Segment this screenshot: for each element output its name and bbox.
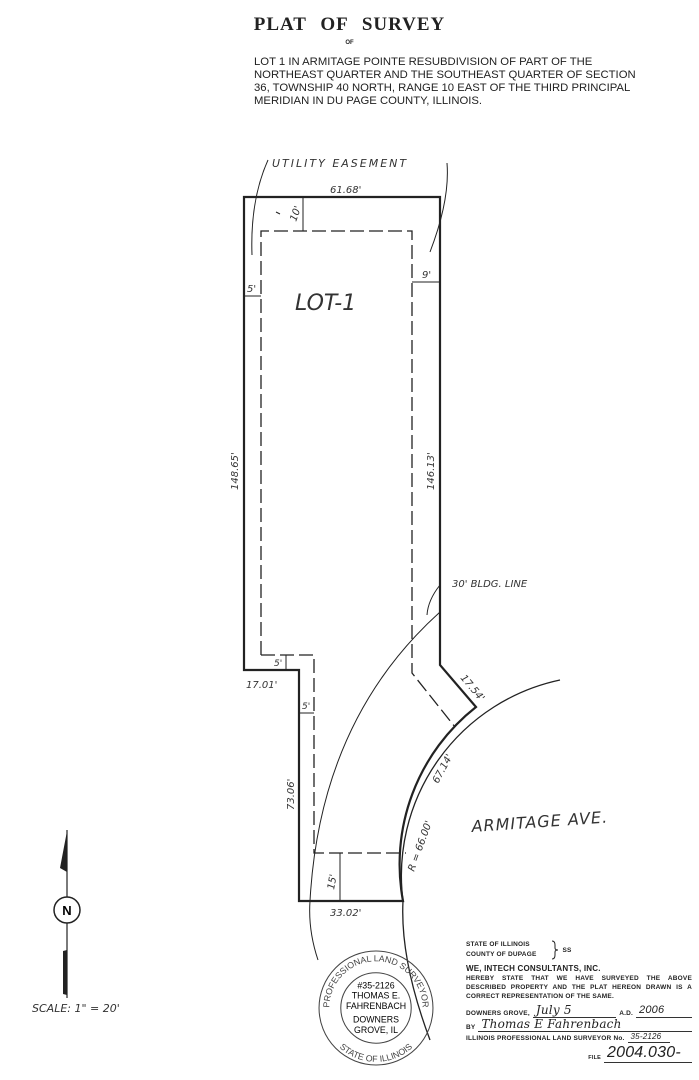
seal-number: #35-2126: [357, 980, 394, 990]
legal-description: LOT 1 IN ARMITAGE POINTE RESUBDIVISION O…: [254, 56, 636, 107]
easement-lower: 5': [302, 702, 310, 712]
cert-file-no: 2004.030-: [604, 1044, 692, 1063]
lot-boundary: [242, 195, 478, 903]
street-label: ARMITAGE AVE.: [470, 807, 609, 836]
document-title: PLAT OF SURVEY: [253, 14, 446, 35]
cert-state: STATE OF ILLINOIS: [466, 941, 530, 948]
scale-label: SCALE: 1" = 20': [32, 1002, 120, 1015]
seal-city-2: GROVE, IL: [354, 1025, 398, 1035]
cert-county: COUNTY OF DUPAGE: [466, 951, 537, 958]
north-arrow-circle: [53, 896, 81, 924]
north-arrow-icon: [60, 831, 67, 995]
leader-lines: [251, 159, 448, 616]
cert-license-label: ILLINOIS PROFESSIONAL LAND SURVEYOR No.: [466, 1035, 625, 1042]
cert-year: 2006: [636, 1004, 692, 1018]
seal-city-1: DOWNERS: [353, 1015, 399, 1025]
cert-license-no: 35-2126: [627, 1032, 670, 1043]
easement-right: 9': [422, 270, 431, 281]
bottom-dimension: 33.02': [330, 908, 361, 919]
easement-line: [260, 230, 456, 854]
arc-length: 67.14': [431, 753, 455, 786]
building-line-label: 30' BLDG. LINE: [452, 579, 528, 590]
seal-ring-bottom: STATE OF ILLINOIS: [338, 1041, 414, 1064]
surveyor-certificate: STATE OF ILLINOIS COUNTY OF DUPAGE SS WE…: [466, 940, 692, 1063]
utility-easement-label: UTILITY EASEMENT: [272, 157, 408, 170]
cert-company: WE, INTECH CONSULTANTS, INC.: [466, 964, 601, 973]
lot-label: LOT-1: [295, 291, 356, 316]
diagonal-dimension: 17.54': [458, 673, 487, 704]
brace-icon: [551, 940, 558, 960]
left-dimension: 148.65': [230, 452, 241, 490]
dimension-lines: [244, 197, 440, 901]
cert-ss: SS: [562, 946, 572, 954]
cert-ad: A.D.: [619, 1010, 633, 1017]
cert-date: July 5: [532, 1004, 617, 1018]
easement-left: 5': [247, 284, 256, 295]
cert-file-label: FILE: [588, 1055, 601, 1061]
arc-radius: R = 66.00': [406, 819, 434, 873]
seal-name-1: THOMAS E.: [352, 991, 400, 1001]
street-right-of-way: [400, 679, 561, 1041]
cert-by: BY: [466, 1024, 476, 1031]
cert-statement: HEREBY STATE THAT WE HAVE SURVEYED THE A…: [466, 975, 692, 1000]
north-letter: N: [62, 903, 71, 918]
right-dimension: 146.13': [426, 452, 437, 490]
lower-left-dimension: 73.06': [286, 779, 297, 810]
svg-text:STATE OF ILLINOIS: STATE OF ILLINOIS: [338, 1041, 414, 1064]
easement-step: 5': [274, 659, 282, 669]
of-label: OF: [345, 40, 354, 46]
setback-bottom: 15': [326, 873, 340, 890]
step-dimension: 17.01': [246, 680, 277, 691]
building-line: [309, 611, 441, 961]
top-dimension: 61.68': [330, 185, 361, 196]
cert-place: DOWNERS GROVE,: [466, 1010, 530, 1017]
surveyor-seal: PROFESSIONAL LAND SURVEYOR STATE OF ILLI…: [318, 950, 434, 1066]
cert-signature: Thomas E Fahrenbach: [478, 1018, 692, 1032]
seal-name-2: FAHRENBACH: [346, 1001, 406, 1011]
easement-top: 10': [288, 205, 304, 223]
